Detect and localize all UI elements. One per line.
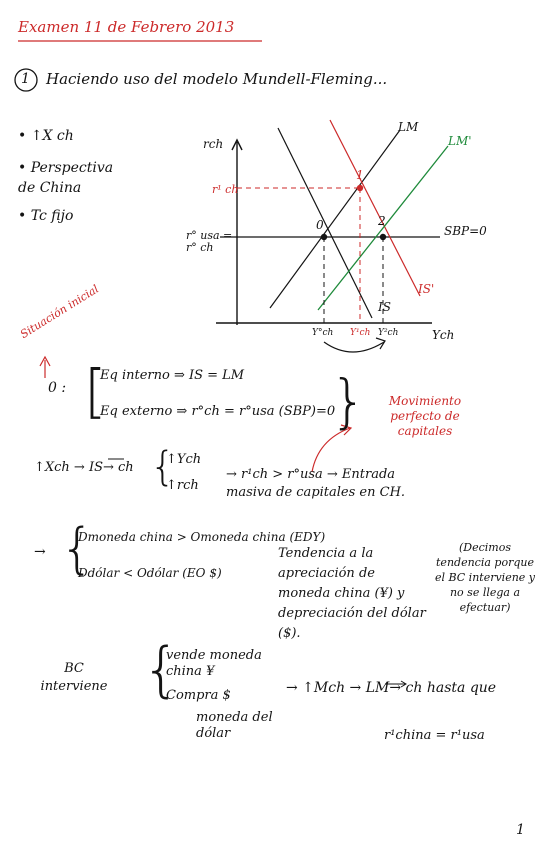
- lm-curve: [277, 127, 373, 319]
- is-curve: [269, 129, 401, 309]
- lm1-label: LM': [448, 134, 472, 148]
- capital-mobility-note: Movimiento perfecto de capitales: [388, 394, 462, 438]
- point-2-label: 2: [378, 214, 386, 228]
- equilibrium-brace-right: }: [330, 367, 367, 435]
- point-2-dot: [379, 233, 387, 241]
- point-0-label: 0: [316, 218, 324, 232]
- exercise-number: 1: [21, 71, 30, 87]
- point-1-label: 1: [356, 168, 364, 182]
- is1-label: IS': [418, 282, 435, 296]
- step1-ych: ↑Ych: [166, 452, 202, 467]
- y-axis-label: rch: [203, 137, 224, 151]
- step3-result: → ↑Mch → LM→ ch hasta que: [286, 680, 497, 696]
- step1-brace: {: [150, 444, 176, 490]
- bullet-xch: • ↑X ch: [18, 128, 74, 144]
- step2-brace: {: [60, 517, 95, 580]
- bullet-perspective: • Perspectiva de China: [18, 160, 114, 196]
- r0-label: r° usa = r° ch: [186, 229, 233, 254]
- step1-result: → r¹ch > r°usa → Entrada masiva de capit…: [226, 467, 406, 500]
- shift-arrow: [323, 341, 385, 353]
- step2-dollar: Ddólar < Odólar (EO $): [78, 566, 222, 580]
- step3-dollar: moneda del dólar: [196, 710, 273, 741]
- point-0-dot: [320, 233, 328, 241]
- x-tick-y2: Y²ch: [378, 328, 399, 338]
- lm-label: LM: [398, 120, 419, 134]
- capital-note-arrow: [311, 427, 351, 473]
- y-axis-arrow: [231, 138, 243, 151]
- step3-sell: vende moneda china ¥: [166, 648, 262, 679]
- point-1-dot: [356, 184, 364, 192]
- equilibrium-brace-left: [: [84, 357, 107, 425]
- lm1-curve: [317, 145, 449, 311]
- step2-note: (Decimos tendencia porque el BC intervie…: [434, 541, 536, 614]
- r1-label: r¹ ch: [212, 183, 239, 196]
- step2-demand: Dmoneda china > Omoneda china (EDY): [78, 530, 326, 544]
- step2-arrow: →: [34, 544, 46, 560]
- step1-lhs: ↑Xch → IS→ ch: [34, 460, 134, 475]
- bullet-tc-fijo: • Tc fijo: [18, 208, 74, 224]
- equilibrium-external: Eq externo ⇒ r°ch = r°usa (SBP)=0: [100, 404, 336, 419]
- is-label: IS: [378, 300, 391, 314]
- step2-result: Tendencia a la apreciación de moneda chi…: [278, 546, 426, 641]
- exercise-number-circle: [14, 68, 38, 92]
- step1-rch: ↑rch: [166, 478, 199, 493]
- exercise-title: Haciendo uso del modelo Mundell-Fleming.…: [46, 70, 388, 88]
- page-number: 1: [516, 822, 525, 838]
- x-tick-y1: Y¹ch: [350, 328, 371, 338]
- step3-buy: Compra $: [166, 688, 231, 703]
- x-tick-y0: Y°ch: [312, 328, 334, 338]
- sbp-label: SBP=0: [444, 224, 487, 238]
- is1-curve: [329, 119, 421, 297]
- x-axis-label: Ych: [432, 328, 455, 342]
- page-title: Examen 11 de Febrero 2013: [18, 18, 235, 36]
- equilibrium-point: 0 :: [48, 380, 67, 396]
- step3-lhs: BC interviene: [40, 661, 108, 694]
- step3-brace: {: [142, 635, 181, 705]
- equilibrium-internal: Eq interno ⇒ IS = LM: [100, 368, 245, 383]
- step3-final: r¹china = r¹usa: [384, 728, 485, 743]
